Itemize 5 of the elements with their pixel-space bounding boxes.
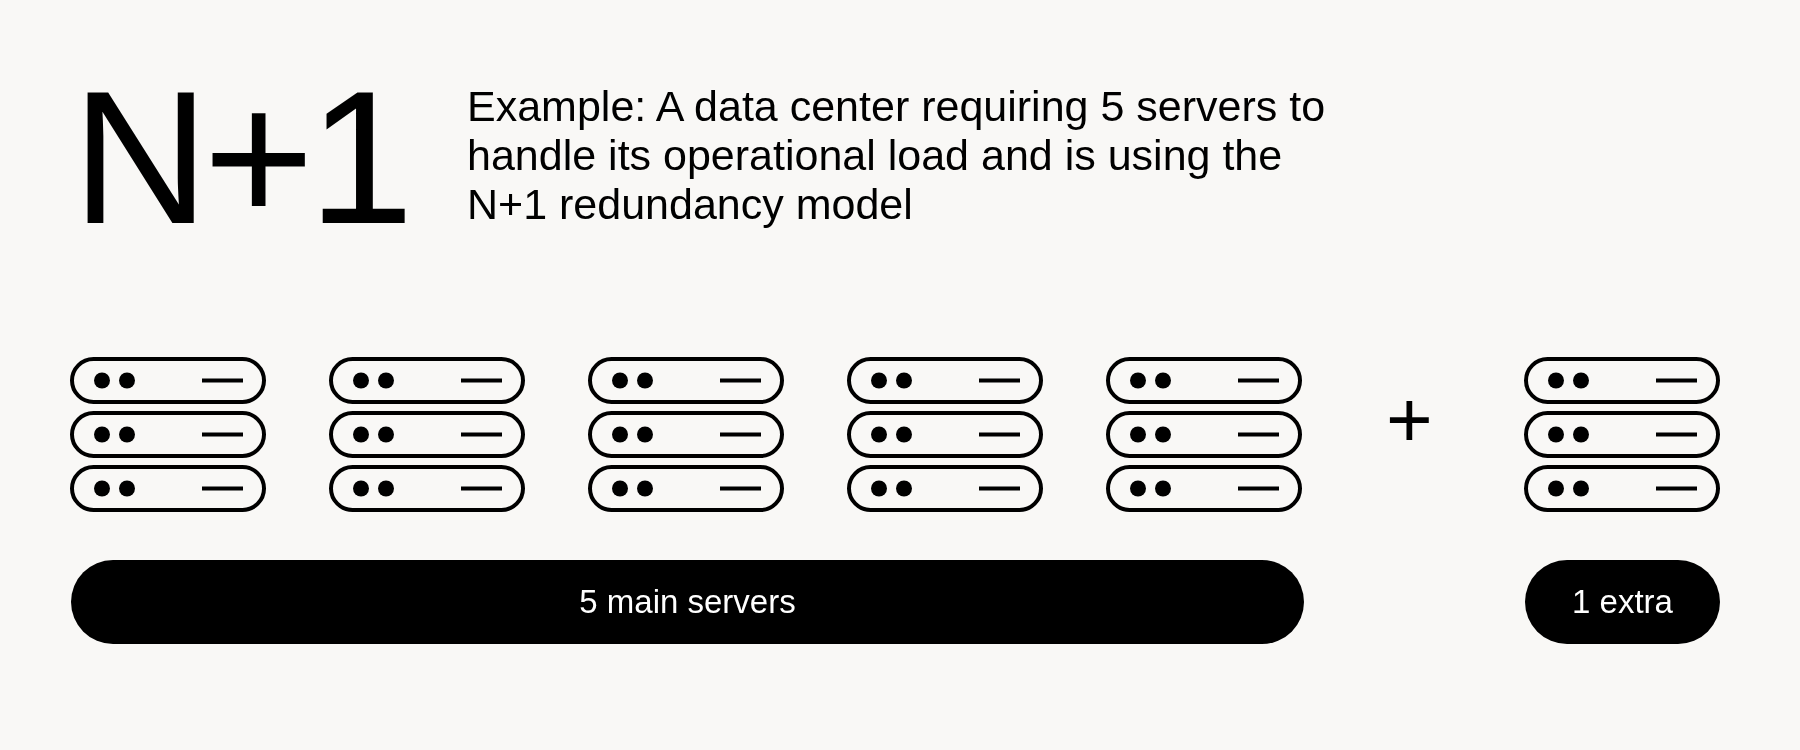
- plus-sign: +: [1386, 380, 1433, 460]
- description-text: Example: A data center requiring 5 servers to handle its operational load and is using the N+1 redundancy model: [467, 82, 1327, 229]
- pill-text: 1 extra: [1572, 583, 1673, 621]
- pill-text: 5 main servers: [579, 583, 796, 621]
- title: N+1: [72, 62, 408, 252]
